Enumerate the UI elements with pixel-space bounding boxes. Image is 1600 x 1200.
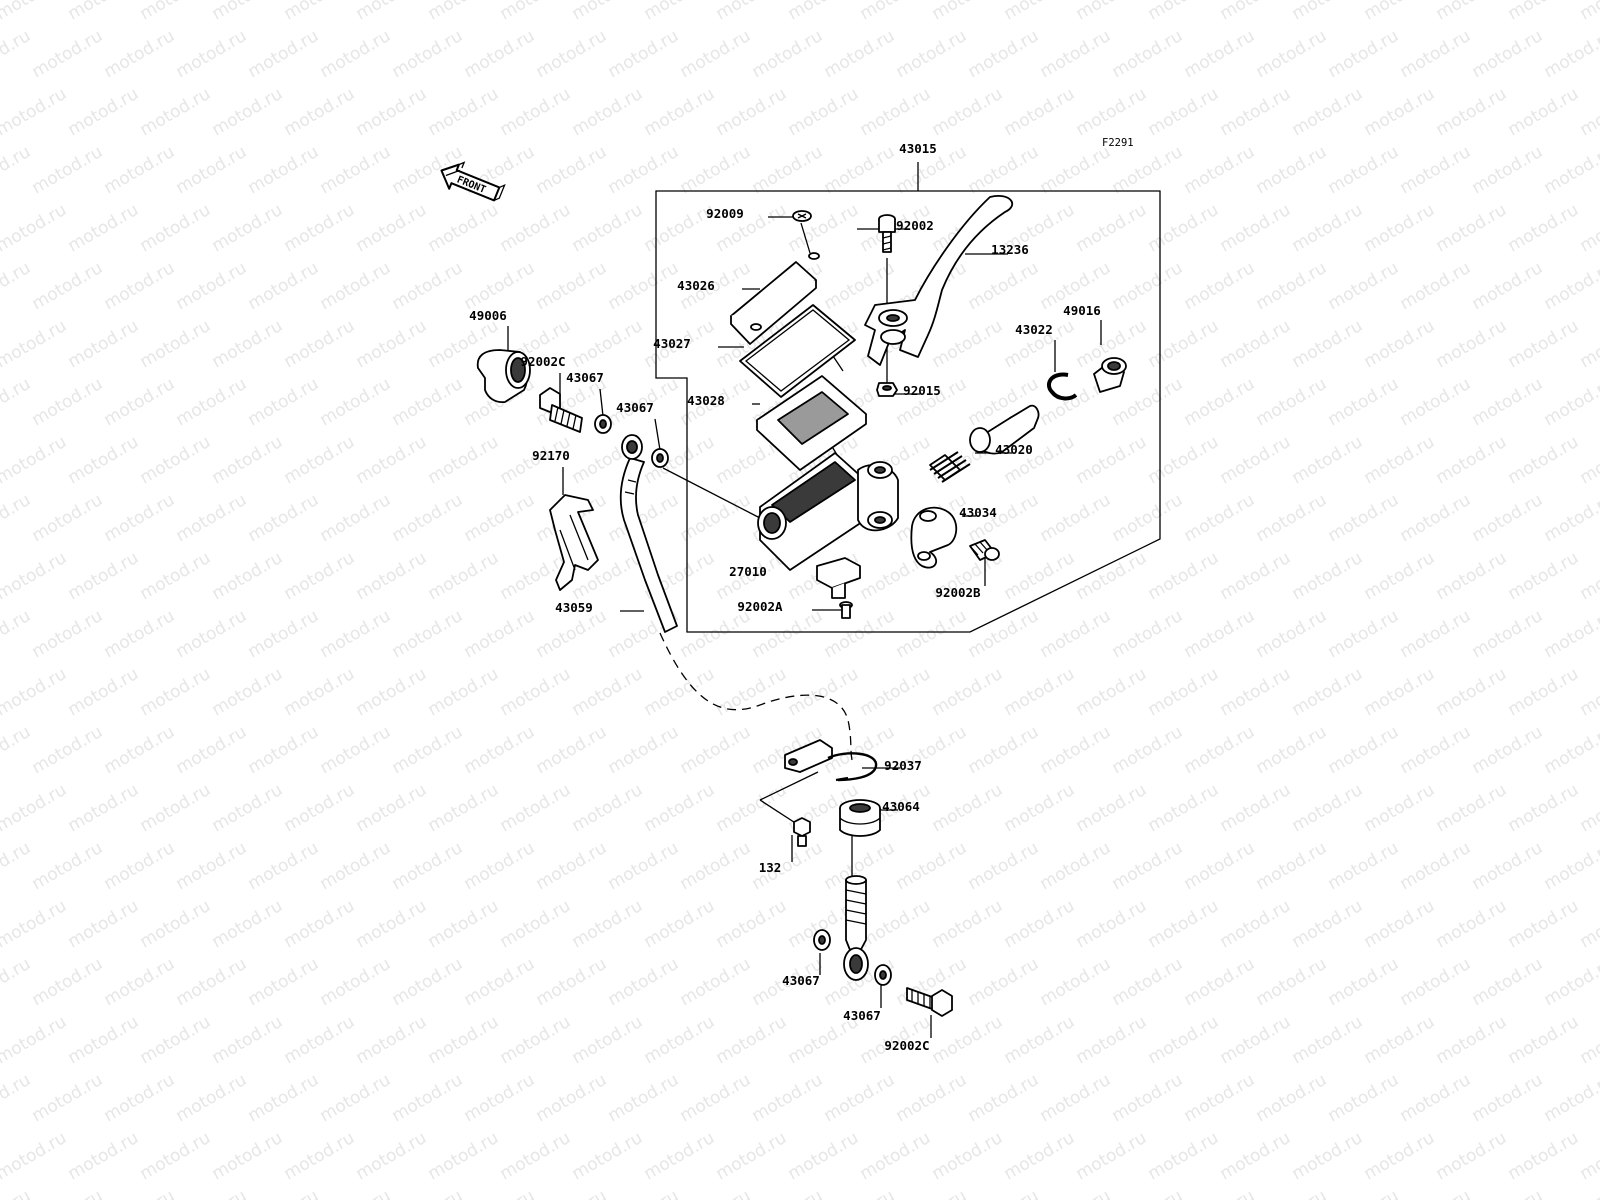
- part-label-bolt-92002[interactable]: 92002: [896, 218, 934, 233]
- part-label-washer-43067-d[interactable]: 43067: [843, 1008, 881, 1023]
- part-label-boot-49016[interactable]: 49016: [1063, 303, 1101, 318]
- part-label-washer-43067-b[interactable]: 43067: [616, 400, 654, 415]
- part-label-washer-43067-c[interactable]: 43067: [782, 973, 820, 988]
- boot-49016-part: [1093, 357, 1127, 393]
- part-label-washer-43067-a[interactable]: 43067: [566, 370, 604, 385]
- grommet-43064-part: [839, 799, 881, 837]
- part-label-plate-43027[interactable]: 43027: [653, 336, 691, 351]
- part-label-nut-92015[interactable]: 92015: [903, 383, 941, 398]
- switch-27010-part: [816, 557, 861, 599]
- part-label-clamp-92170[interactable]: 92170: [532, 448, 570, 463]
- part-label-bolt-92002B[interactable]: 92002B: [935, 585, 981, 600]
- hose-route-dashed: [659, 632, 853, 761]
- part-label-diaphragm-43028[interactable]: 43028: [687, 393, 725, 408]
- part-label-boot-49006[interactable]: 49006: [469, 308, 507, 323]
- part-label-holder-43034[interactable]: 43034: [959, 505, 997, 520]
- part-label-clip-43022[interactable]: 43022: [1015, 322, 1053, 337]
- master-cylinder-body: [757, 452, 899, 571]
- bolt-132-part: [793, 817, 811, 847]
- part-label-bolt-92002C-bottom[interactable]: 92002C: [884, 1038, 929, 1053]
- lever-13236-part: [864, 195, 1014, 366]
- reservoir-cap-43026: [730, 252, 820, 345]
- part-label-piston-kit-43020[interactable]: 43020: [995, 442, 1033, 457]
- part-label-screw-92009[interactable]: 92009: [706, 206, 744, 221]
- part-label-switch-27010[interactable]: 27010: [729, 564, 767, 579]
- banjo-bolt-92002C-bottom-part: [906, 987, 953, 1017]
- brake-hose-43059-part: [619, 434, 678, 633]
- part-label-clamp-92037[interactable]: 92037: [884, 758, 922, 773]
- lower-banjo-fitting-part: [843, 875, 869, 981]
- clamp-92170-part: [549, 494, 599, 591]
- washer-43067-c-part: [813, 929, 831, 951]
- part-label-cap-43026[interactable]: 43026: [677, 278, 715, 293]
- part-number-labels: 43015 92009 92002 13236 43026 43027 43028 92015…: [469, 141, 1101, 1053]
- nut-92015-part: [876, 382, 898, 397]
- plate-43027-part: [739, 304, 856, 398]
- part-label-hose-43059[interactable]: 43059: [555, 600, 593, 615]
- screw-92009-part: [792, 210, 812, 222]
- boot-49006-part: [476, 349, 531, 403]
- part-label-bolt-92002C-top[interactable]: 92002C: [520, 354, 565, 369]
- figure-code: F2291: [1102, 137, 1134, 149]
- clamp-92037-part: [784, 739, 878, 782]
- pivot-bolt-92002-part: [878, 214, 896, 253]
- banjo-bolt-92002C-top-part: [539, 387, 583, 433]
- diaphragm-43028-part: [756, 375, 867, 471]
- washer-43067-a-part: [594, 414, 612, 434]
- part-label-assembly-43015[interactable]: 43015: [899, 141, 937, 156]
- part-label-bolt-132[interactable]: 132: [759, 860, 782, 875]
- part-label-lever-13236[interactable]: 13236: [991, 242, 1029, 257]
- front-arrow-icon: FRONT: [440, 161, 506, 202]
- washer-43067-d-part: [874, 964, 892, 986]
- screw-92002A-part: [839, 601, 853, 619]
- holder-43034-part: [910, 506, 958, 569]
- leader-lines: [507, 162, 1102, 1038]
- watermark-text: motod.ru: [1577, 0, 1600, 24]
- bolt-92002B-part: [969, 539, 1000, 561]
- washer-43067-b-part: [651, 448, 669, 468]
- circlip-43022-part: [1047, 372, 1078, 401]
- assembly-outline-43015: [655, 190, 1161, 633]
- part-label-grommet-43064[interactable]: 43064: [882, 799, 920, 814]
- part-label-screw-92002A[interactable]: 92002A: [737, 599, 783, 614]
- piston-kit-43020-part: [929, 404, 1040, 483]
